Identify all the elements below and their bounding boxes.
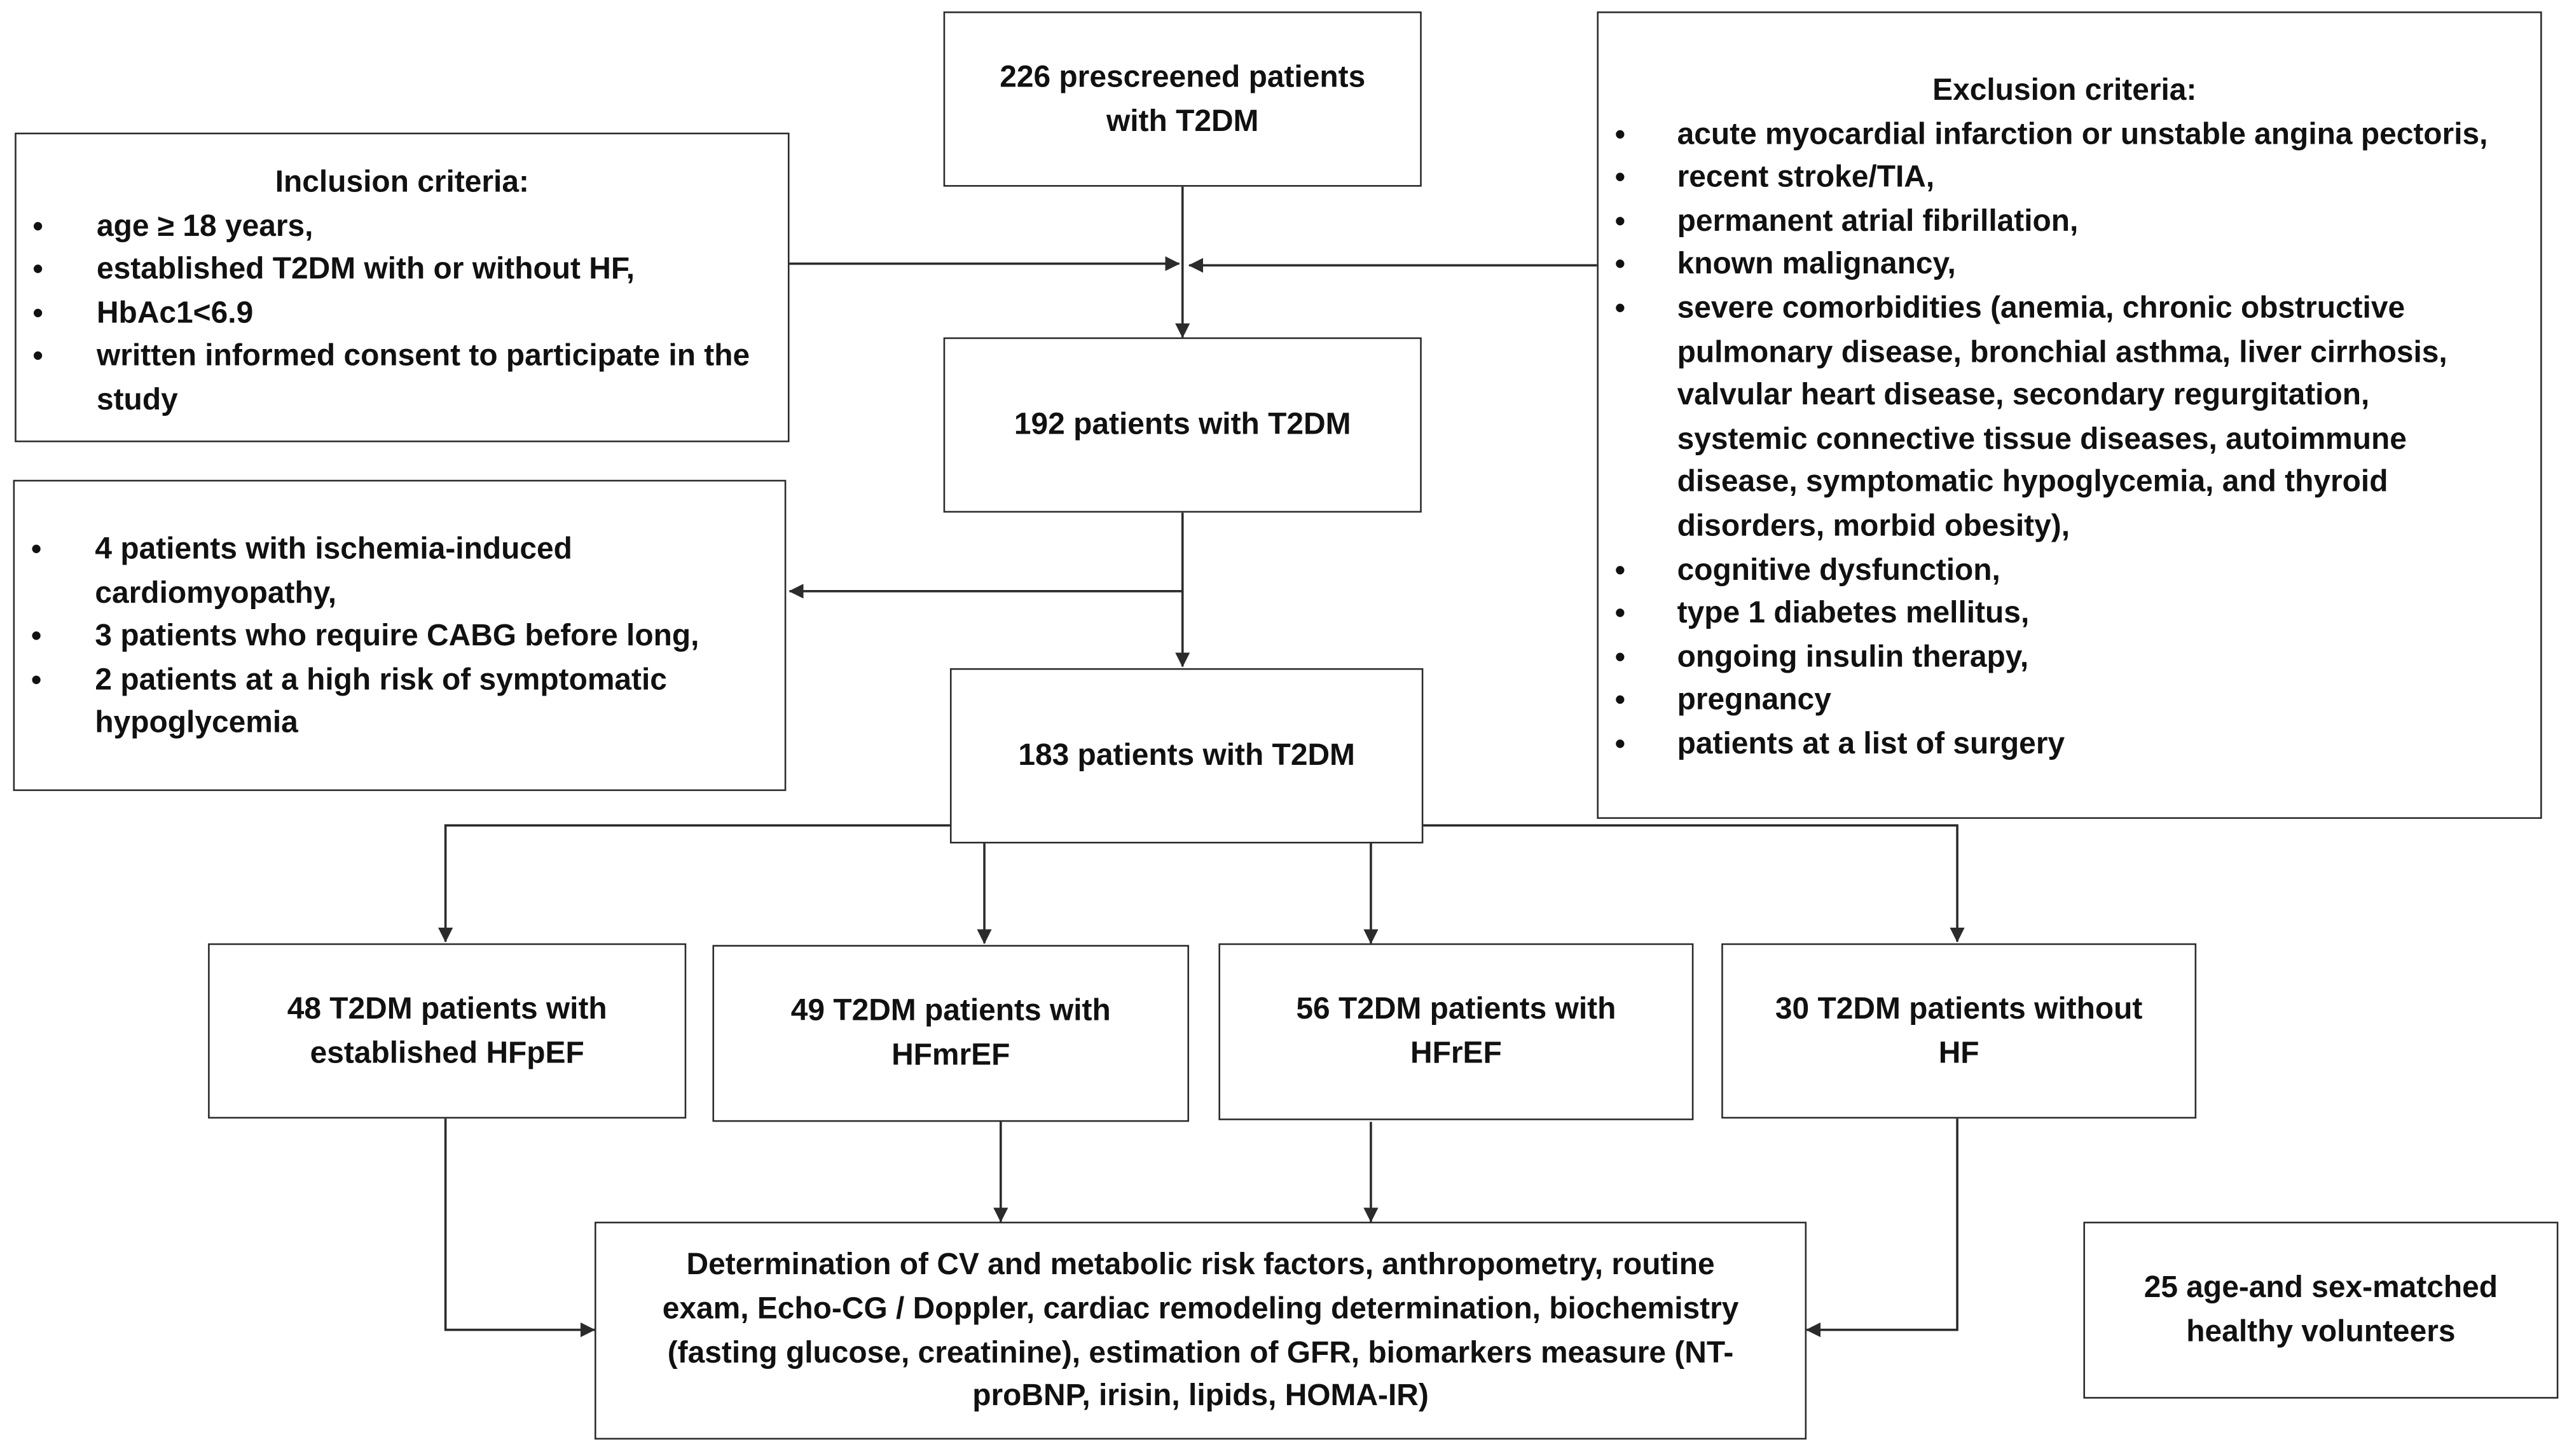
hfpef-group-text: 48 T2DM patients with established HFpEF bbox=[287, 991, 607, 1069]
branch-line bbox=[438, 824, 950, 943]
inclusion-item: HbAc1<6.9 bbox=[17, 291, 788, 335]
healthy-volunteers-box: 25 age-and sex-matched healthy volunteer… bbox=[2083, 1221, 2559, 1399]
excluded-patients-item: 3 patients who require CABG before long, bbox=[15, 614, 785, 658]
inclusion-item: established T2DM with or without HF, bbox=[17, 247, 788, 291]
exclusion-item: pregnancy bbox=[1599, 678, 2531, 722]
exclusion-item: type 1 diabetes mellitus, bbox=[1599, 591, 2531, 635]
enrolled-box: 183 patients with T2DM bbox=[949, 668, 1424, 844]
hfpef-group-box: 48 T2DM patients with established HFpEF bbox=[208, 943, 687, 1119]
branch-line-no-hf bbox=[1421, 824, 1965, 943]
no-hf-group-box: 30 T2DM patients without HF bbox=[1721, 943, 2197, 1119]
inclusion-criteria-title: Inclusion criteria: bbox=[275, 163, 529, 198]
hfref-group-text: 56 T2DM patients with HFrEF bbox=[1296, 991, 1616, 1069]
inclusion-item: written informed consent to participate … bbox=[17, 334, 788, 422]
exclusion-item: cognitive dysfunction, bbox=[1599, 548, 2531, 592]
enrolled-text: 183 patients with T2DM bbox=[1018, 737, 1355, 772]
arrow-no-hf-to-assessment bbox=[1805, 1118, 1958, 1338]
exclusion-item: recent stroke/TIA, bbox=[1599, 156, 2531, 200]
assessment-text: Determination of CV and metabolic risk f… bbox=[662, 1246, 1739, 1412]
inclusion-criteria-list: age ≥ 18 years, established T2DM with or… bbox=[17, 204, 788, 422]
assessment-box: Determination of CV and metabolic risk f… bbox=[595, 1221, 1807, 1440]
prescreen-box: 226 prescreened patients with T2DM bbox=[943, 11, 1422, 187]
excluded-patients-box: 4 patients with ischemia-induced cardiom… bbox=[13, 479, 787, 792]
excluded-patients-list: 4 patients with ischemia-induced cardiom… bbox=[15, 527, 785, 745]
hfmref-group-text: 49 T2DM patients with HFmrEF bbox=[790, 992, 1111, 1071]
exclusion-criteria-list: acute myocardial infarction or unstable … bbox=[1599, 113, 2531, 766]
excluded-patients-item: 2 patients at a high risk of symptomatic… bbox=[15, 658, 785, 745]
exclusion-item: patients at a list of surgery bbox=[1599, 722, 2531, 766]
exclusion-item: known malignancy, bbox=[1599, 243, 2531, 287]
excluded-patients-item: 4 patients with ischemia-induced cardiom… bbox=[15, 527, 785, 614]
after-criteria-box: 192 patients with T2DM bbox=[943, 337, 1422, 513]
exclusion-item: acute myocardial infarction or unstable … bbox=[1599, 113, 2531, 156]
exclusion-item: severe comorbidities (anemia, chronic ob… bbox=[1599, 287, 2531, 548]
exclusion-item: permanent atrial fibrillation, bbox=[1599, 200, 2531, 244]
exclusion-criteria-title: Exclusion criteria: bbox=[1932, 72, 2197, 107]
hfmref-group-box: 49 T2DM patients with HFmrEF bbox=[712, 945, 1190, 1122]
arrow-hfpef-to-assessment bbox=[444, 1118, 596, 1338]
no-hf-group-text: 30 T2DM patients without HF bbox=[1775, 991, 2143, 1069]
exclusion-item: ongoing insulin therapy, bbox=[1599, 635, 2531, 679]
after-criteria-text: 192 patients with T2DM bbox=[1014, 406, 1351, 441]
hfref-group-box: 56 T2DM patients with HFrEF bbox=[1218, 943, 1694, 1120]
inclusion-criteria-box: Inclusion criteria: age ≥ 18 years, esta… bbox=[15, 132, 790, 443]
prescreen-text: 226 prescreened patients with T2DM bbox=[1000, 58, 1366, 137]
exclusion-criteria-box: Exclusion criteria: acute myocardial inf… bbox=[1597, 11, 2542, 819]
healthy-volunteers-text: 25 age-and sex-matched healthy volunteer… bbox=[2144, 1270, 2498, 1348]
inclusion-item: age ≥ 18 years, bbox=[17, 204, 788, 248]
